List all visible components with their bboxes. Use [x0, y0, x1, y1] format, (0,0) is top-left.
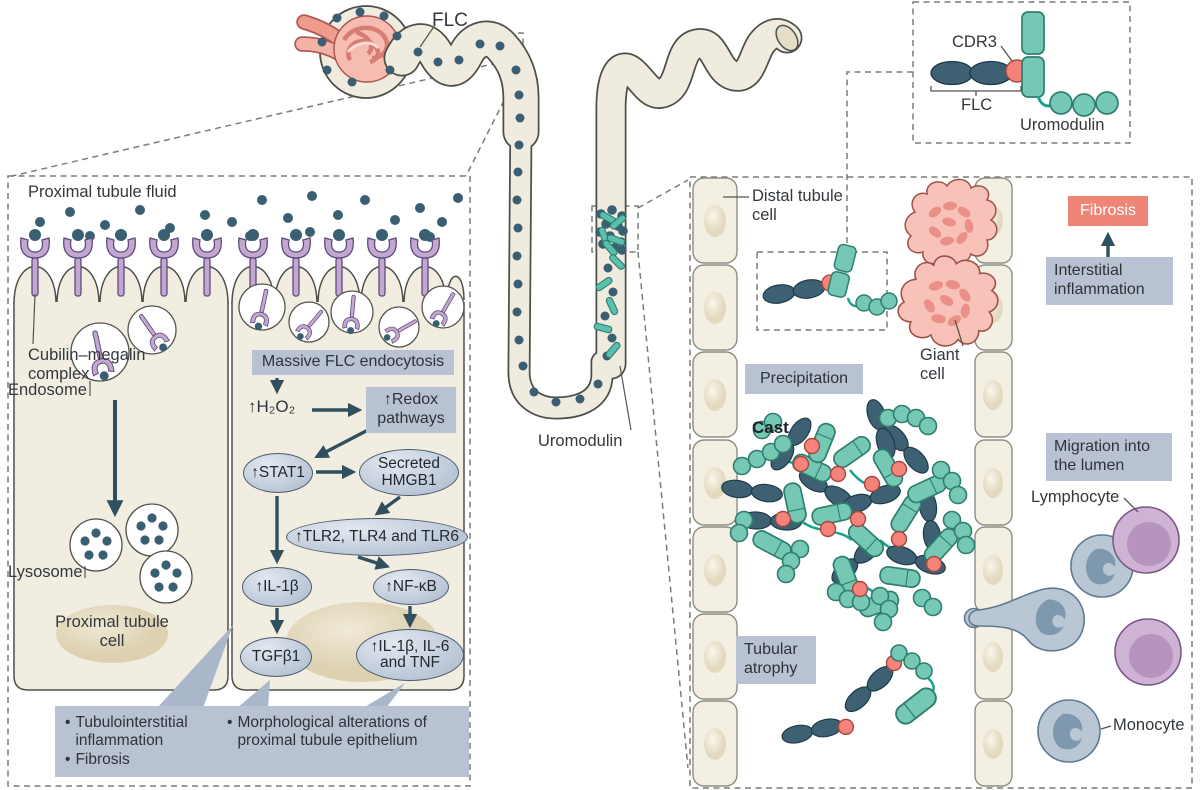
il1b-il6-tnf-node: ↑IL-1β, IL-6 and TNF	[356, 629, 464, 681]
cast-aggregate	[720, 396, 976, 620]
giant-cell-label: Giant cell	[920, 346, 960, 384]
il1b-node: ↑IL-1β	[242, 567, 312, 607]
nephron-tubule	[383, 18, 803, 420]
free-flc-uromodulin	[779, 586, 941, 747]
lysosomes	[69, 503, 193, 604]
flc-dots-tubule	[317, 7, 603, 407]
tubular-atrophy-box: Tubular atrophy	[736, 636, 816, 684]
inset-cdr3-label: CDR3	[952, 33, 997, 51]
stat1-node: ↑STAT1	[243, 453, 313, 493]
migration-box: Migration into the lumen	[1046, 433, 1172, 481]
lysosome-label: Lysosome	[8, 563, 83, 581]
tgfb1-node: TGFβ1	[240, 637, 312, 677]
giant-cells	[888, 178, 1009, 359]
flc-uromodulin-inset	[930, 11, 1119, 117]
interstitial-inflammation-box: Interstitial inflammation	[1046, 257, 1173, 305]
glomerulus	[294, 5, 413, 99]
cubilin-megalin-receptors	[20, 228, 440, 345]
callout-pointers	[157, 625, 405, 708]
cubilin-megalin-label: Cubilin–megalin complex	[28, 346, 146, 384]
fibrosis-box: Fibrosis	[1068, 196, 1148, 226]
hmgb1-node: Secreted HMGB1	[359, 449, 459, 496]
outcomes-callout-box: •Tubulointerstitial inflammation •Fibros…	[55, 706, 469, 777]
nfkb-node: ↑NF-κB	[373, 569, 449, 605]
cast-label: Cast	[752, 418, 789, 437]
callout-item: Morphological alterations of proximal tu…	[237, 714, 427, 750]
endocytosis-box: Massive FLC endocytosis	[252, 350, 454, 375]
flc-top-label: FLC	[432, 10, 468, 31]
callout-item: Fibrosis	[75, 750, 130, 768]
precipitation-box: Precipitation	[745, 364, 863, 394]
proximal-fluid-title: Proximal tubule fluid	[28, 183, 177, 201]
endosome-label: Endosome	[8, 381, 87, 399]
flc-dots-fluid	[35, 191, 463, 242]
uromodulin-aggregate	[593, 205, 632, 431]
h2o2-label: ↑H₂O₂	[248, 397, 296, 416]
pathway-arrows	[106, 378, 418, 635]
distal-tubule-cell-label: Distal tubule cell	[752, 187, 843, 225]
tlr-node: ↑TLR2, TLR4 and TLR6	[286, 518, 468, 556]
flc-uromodulin-mini	[762, 243, 898, 316]
dashed-frames	[7, 1, 1193, 789]
inset-uromodulin-label: Uromodulin	[1020, 116, 1105, 134]
uromodulin-label: Uromodulin	[538, 432, 623, 450]
redox-box: ↑Redox pathways	[366, 387, 456, 433]
monocyte-label: Monocyte	[1113, 716, 1185, 734]
inset-flc-label: FLC	[961, 96, 993, 114]
distal-tubule-cell-columns	[692, 177, 1013, 787]
proximal-cell-label: Proximal tubule cell	[55, 613, 169, 651]
immune-cells	[963, 497, 1182, 762]
lymphocyte-label: Lymphocyte	[1031, 488, 1120, 506]
endosomes	[70, 283, 465, 396]
callout-left-column: •Tubulointerstitial inflammation •Fibros…	[65, 714, 217, 771]
callout-item: Tubulointerstitial inflammation	[75, 714, 188, 750]
callout-right-column: •Morphological alterations of proximal t…	[227, 714, 457, 771]
flc-pointer-line	[419, 27, 434, 48]
